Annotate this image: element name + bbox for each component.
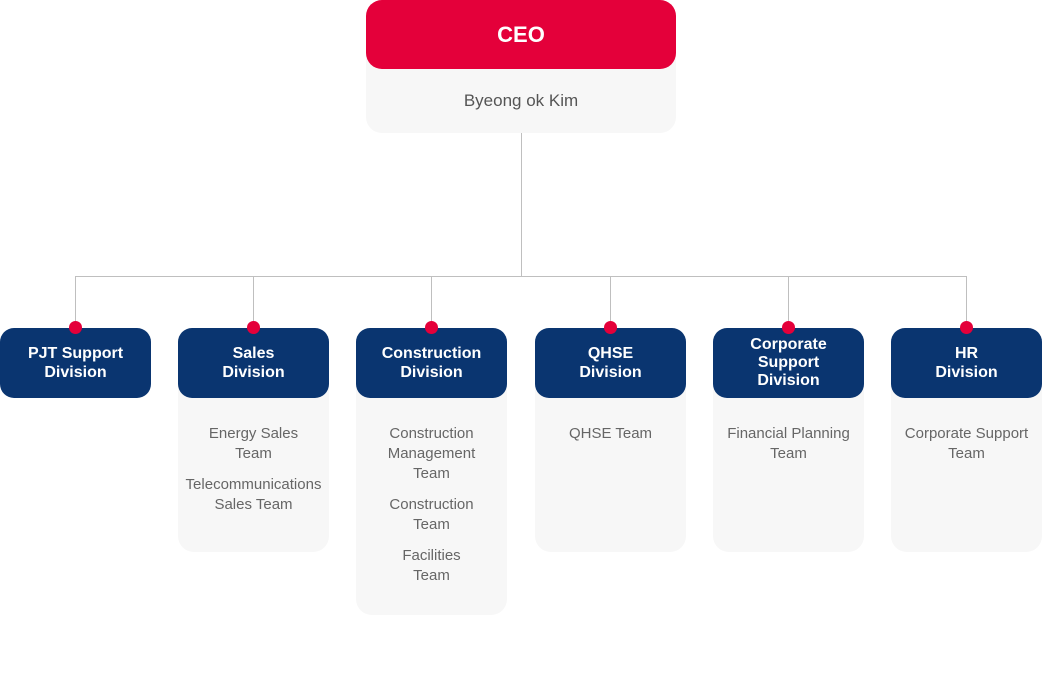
connector-dot xyxy=(604,321,617,334)
division-connector xyxy=(75,276,76,328)
division-connector xyxy=(966,276,967,328)
division-bus-line xyxy=(75,276,967,277)
team-item: Telecommunications Sales Team xyxy=(185,476,322,513)
division-connector xyxy=(253,276,254,328)
connector-dot xyxy=(247,321,260,334)
division-title: HR Division xyxy=(891,328,1042,398)
team-panel: Construction Management Team Constructio… xyxy=(356,378,507,615)
team-item: QHSE Team xyxy=(568,425,653,442)
team-item: Construction Team xyxy=(389,496,474,533)
connector-dot xyxy=(69,321,82,334)
division-title: Sales Division xyxy=(178,328,329,398)
division-connector xyxy=(788,276,789,328)
division-connector xyxy=(610,276,611,328)
division-title: PJT Support Division xyxy=(0,328,151,398)
team-panel: Energy Sales Team Telecommunications Sal… xyxy=(178,378,329,552)
team-item: Facilities Team xyxy=(402,547,461,584)
team-panel: Corporate Support Team xyxy=(891,378,1042,552)
connector-dot xyxy=(782,321,795,334)
connector-dot xyxy=(425,321,438,334)
ceo-title: CEO xyxy=(366,0,676,69)
division-connector xyxy=(431,276,432,328)
ceo-box: Byeong ok Kim CEO xyxy=(366,0,676,133)
team-panel: QHSE Team xyxy=(535,378,686,552)
division-title: Corporate Support Division xyxy=(713,328,864,398)
team-panel: Financial Planning Team xyxy=(713,378,864,552)
team-item: Energy Sales Team xyxy=(208,425,299,462)
team-item: Financial Planning Team xyxy=(727,425,850,462)
team-item: Corporate Support Team xyxy=(904,425,1029,462)
ceo-connector xyxy=(521,133,522,276)
division-title: Construction Division xyxy=(356,328,507,398)
division-title: QHSE Division xyxy=(535,328,686,398)
connector-dot xyxy=(960,321,973,334)
team-item: Construction Management Team xyxy=(387,425,476,482)
